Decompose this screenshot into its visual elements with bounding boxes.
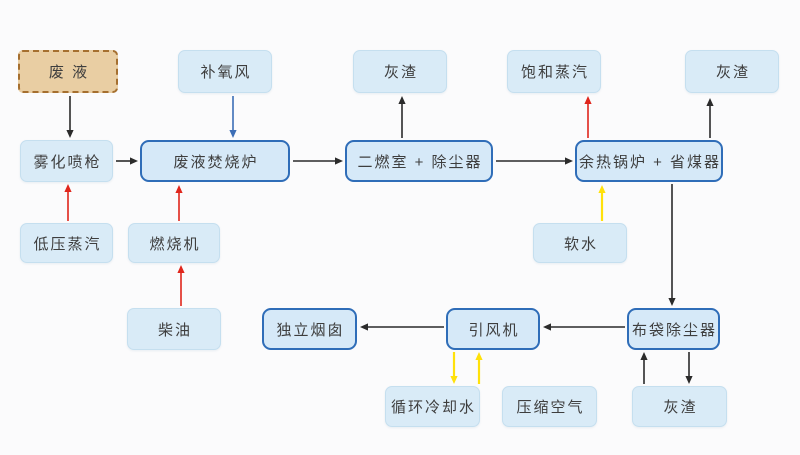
flow-node-saturated-steam: 饱和蒸汽 (507, 50, 601, 93)
flow-arrow-soft-water-to-boiler (598, 185, 606, 221)
flow-arrow-draft-fan-to-chimney (360, 323, 444, 331)
flow-node-oxygen-air: 补氧风 (178, 50, 272, 93)
flow-arrow-bag-filter-to-draft-fan (543, 323, 625, 331)
flow-arrow-burner-to-incinerator (175, 185, 183, 221)
flow-arrow-atomizing-gun-to-incinerator (116, 157, 138, 165)
flow-node-burner: 燃烧机 (128, 223, 220, 263)
flow-node-secondary-chamber: 二燃室 + 除尘器 (345, 140, 493, 182)
flow-arrow-incinerator-to-secondary-chamber (293, 157, 343, 165)
flow-arrow-ash-bottom-to-bag-filter (640, 352, 648, 384)
flow-node-compressed-air: 压缩空气 (502, 386, 597, 427)
flow-node-cooling-water: 循环冷却水 (385, 386, 480, 427)
flow-arrow-bag-filter-to-ash-bottom (685, 352, 693, 384)
flow-node-atomizing-gun: 雾化喷枪 (20, 140, 113, 182)
flow-node-soft-water: 软水 (533, 223, 627, 263)
flow-arrow-lp-steam-to-atomizing-gun (64, 184, 72, 221)
flow-arrow-draft-fan-to-cooling-water (450, 352, 458, 384)
flow-arrow-diesel-to-burner (177, 265, 185, 306)
flow-arrow-secondary-chamber-to-boiler (496, 157, 573, 165)
flow-arrow-waste-liquid-to-atomizing-gun (66, 96, 74, 138)
flow-arrow-cooling-water-to-draft-fan (475, 352, 483, 384)
flow-node-bag-filter: 布袋除尘器 (627, 308, 720, 350)
flow-node-ash-top: 灰渣 (353, 50, 447, 93)
flow-node-ash-bottom: 灰渣 (632, 386, 727, 427)
flow-node-chimney: 独立烟囱 (262, 308, 357, 350)
flow-node-diesel: 柴油 (127, 308, 221, 350)
flow-node-ash-top-right: 灰渣 (685, 50, 779, 93)
flow-node-waste-liquid: 废 液 (18, 50, 118, 93)
flow-arrow-boiler-to-saturated-steam (584, 96, 592, 138)
flow-node-lp-steam: 低压蒸汽 (20, 223, 113, 263)
flow-node-waste-heat-boiler: 余热锅炉 + 省煤器 (575, 140, 723, 182)
flow-arrow-oxygen-air-to-incinerator (229, 96, 237, 138)
flow-arrow-boiler-to-ash-top-right (706, 98, 714, 138)
flow-arrow-boiler-to-bag-filter (668, 184, 676, 306)
flow-node-incinerator: 废液焚烧炉 (140, 140, 290, 182)
flow-arrow-secondary-chamber-to-ash-top (398, 96, 406, 138)
flow-node-draft-fan: 引风机 (446, 308, 540, 350)
